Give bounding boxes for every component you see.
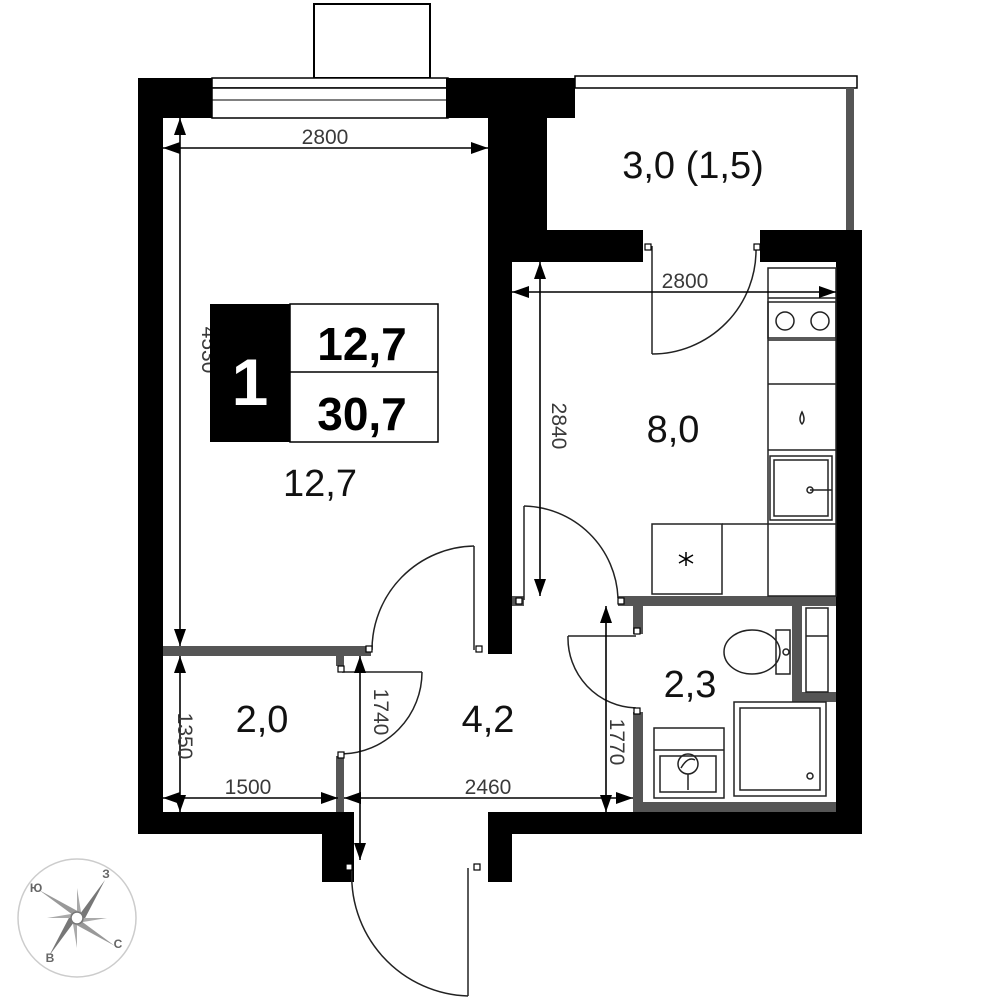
area-living-room: 12,7 (283, 463, 357, 505)
dim-hallway-width: 2460 (465, 776, 512, 799)
compass-north: С (114, 937, 123, 951)
compass-west: З (102, 867, 110, 881)
compass-east: В (46, 951, 55, 965)
balcony-glazing (574, 75, 858, 230)
washbasin-icon (653, 727, 725, 799)
area-bathroom: 2,3 (664, 664, 717, 706)
dim-kitchen-width: 2800 (662, 270, 709, 293)
compass-rose: С Ю В З (17, 858, 137, 978)
apartment-info-badge: 1 12,7 30,7 (210, 303, 439, 443)
dim-storage-width: 1500 (225, 776, 272, 799)
dim-kitchen-length: 2840 (547, 403, 570, 450)
compass-south: Ю (30, 881, 42, 895)
dimension-lines (163, 118, 836, 860)
dim-living-width: 2800 (302, 126, 349, 149)
area-storage: 2,0 (236, 699, 289, 741)
dim-storage-length: 1350 (173, 713, 196, 760)
kitchen-sink-icon (769, 455, 833, 521)
shower-tray-icon (733, 701, 827, 797)
toilet-icon (723, 629, 791, 675)
compass-icon (39, 880, 115, 956)
dishwasher-icon (799, 410, 805, 426)
dim-bathroom-length: 1770 (605, 719, 628, 766)
living-room-window (211, 3, 449, 119)
badge-rooms: 1 (232, 345, 269, 419)
door-swings (337, 243, 761, 997)
boiler-icon (805, 607, 829, 693)
area-hallway: 4,2 (462, 699, 515, 741)
stove-icon (767, 301, 837, 339)
area-kitchen: 8,0 (647, 409, 700, 451)
dim-hallway-length: 1740 (369, 689, 392, 736)
kitchen-counter (651, 267, 837, 597)
fridge-icon (678, 552, 694, 566)
area-balcony: 3,0 (1,5) (622, 145, 764, 187)
badge-living-area: 12,7 (317, 318, 407, 370)
outer-walls (138, 78, 862, 882)
badge-total-area: 30,7 (317, 388, 407, 440)
